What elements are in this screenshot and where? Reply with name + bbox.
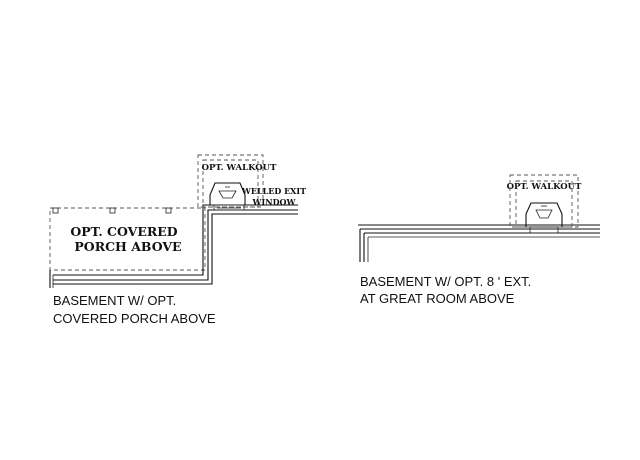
right-caption-line1: BASEMENT W/ OPT. 8 ' EXT. — [360, 274, 531, 289]
walkout-label-right: OPT. WALKOUT — [507, 182, 582, 192]
walkout-outline-inner — [202, 159, 259, 208]
porch-post — [109, 207, 116, 214]
porch-label-line2: PORCH ABOVE — [74, 239, 181, 254]
left-caption-line2: COVERED PORCH ABOVE — [53, 311, 216, 326]
welled-exit-label: WELLED EXIT — [241, 186, 306, 196]
welled-exit-window — [209, 182, 246, 211]
left-caption-line1: BASEMENT W/ OPT. — [53, 293, 176, 308]
welled-window-label: WINDOW — [252, 197, 297, 207]
covered-porch-outline — [49, 207, 206, 271]
foundation-wall-right — [358, 224, 600, 262]
porch-post — [165, 207, 172, 214]
right-caption-line2: AT GREAT ROOM ABOVE — [360, 291, 515, 306]
porch-label-line1: OPT. COVERED — [70, 224, 177, 239]
foundation-wall-left — [49, 204, 298, 288]
right-plan: OPT. WALKOUT BASEMENT W/ OPT. 8 ' EXT. A… — [358, 174, 600, 306]
left-plan: OPT. WALKOUT WELLED EXIT WINDOW OPT. COV… — [49, 154, 306, 326]
walkout-well — [525, 202, 563, 234]
walkout-label-left: OPT. WALKOUT — [202, 163, 277, 173]
porch-post — [52, 207, 59, 214]
